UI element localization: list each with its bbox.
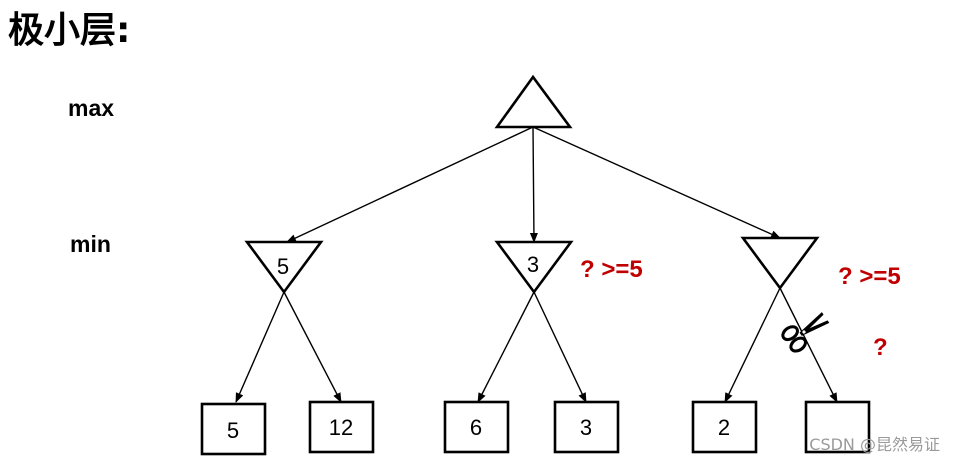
min-node-1-value: 5 — [277, 254, 289, 279]
scissors-icon — [781, 312, 830, 353]
bound-note-min-3: ? >=5 — [838, 263, 901, 290]
leaf-node-6 — [804, 400, 871, 454]
leaf-node-1: 5 — [200, 402, 267, 456]
leaf-1-value: 5 — [227, 418, 239, 443]
edge-min3-leaf6 — [779, 287, 838, 403]
page-title: 极小层: — [8, 10, 130, 51]
leaf-edges — [235, 287, 838, 403]
watermark: CSDN @昆然易证 — [809, 435, 940, 454]
leaf-3-value: 6 — [470, 415, 482, 440]
leaf-2-value: 12 — [329, 415, 353, 440]
unknown-note-leaf-6: ? — [873, 334, 888, 361]
level-label-max: max — [68, 95, 114, 121]
leaf-node-3: 6 — [443, 400, 510, 454]
level-label-min: min — [70, 231, 111, 257]
bound-note-min-2: ? >=5 — [580, 256, 643, 283]
leaf-node-4: 3 — [553, 400, 620, 454]
leaf-5-value: 2 — [718, 415, 730, 440]
edge-min1-leaf1 — [235, 291, 285, 403]
min-node-3 — [740, 236, 820, 291]
edge-root-min-1 — [286, 126, 534, 243]
edge-min2-leaf3 — [477, 291, 535, 403]
root-max-node — [494, 74, 573, 129]
root-edges — [286, 126, 781, 243]
edge-min2-leaf4 — [533, 291, 587, 403]
leaf-4-value: 3 — [580, 415, 592, 440]
edge-root-min-3 — [532, 126, 781, 239]
edge-min1-leaf2 — [283, 291, 342, 403]
min-node-2: 3 — [494, 240, 574, 295]
min-node-1: 5 — [244, 240, 324, 295]
edge-min3-leaf5 — [724, 287, 781, 403]
min-node-2-value: 3 — [527, 252, 539, 277]
edge-root-min-2 — [529, 126, 538, 243]
leaf-node-2: 12 — [308, 400, 375, 454]
leaf-node-5: 2 — [691, 400, 758, 454]
